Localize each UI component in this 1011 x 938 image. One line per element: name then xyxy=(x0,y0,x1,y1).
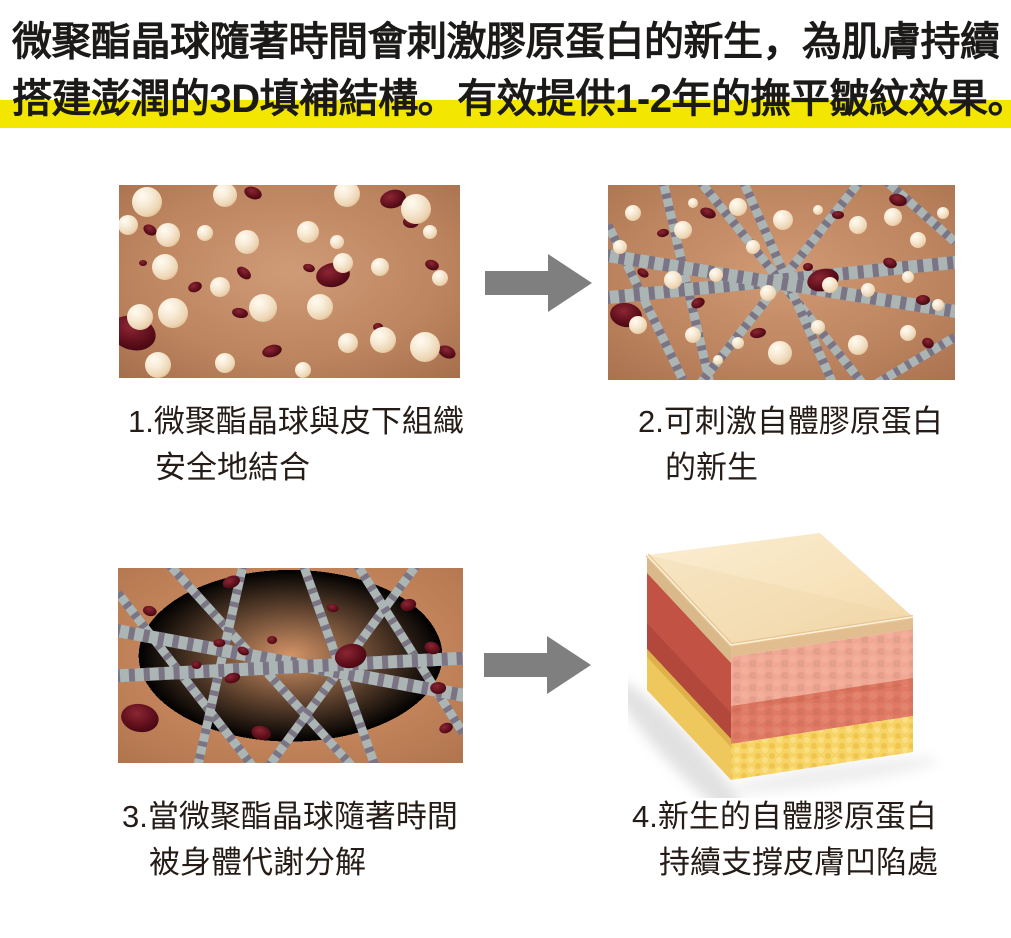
headline: 微聚酯晶球隨著時間會刺激膠原蛋白的新生，為肌膚持續 搭建澎潤的3D填補結構。有效… xyxy=(12,14,1011,128)
skin-front-face xyxy=(731,617,913,780)
caption-step3-line2: 被身體代謝分解 xyxy=(149,845,366,880)
headline-line-1: 微聚酯晶球隨著時間會刺激膠原蛋白的新生，為肌膚持續 xyxy=(12,20,1000,64)
blood-cells xyxy=(121,575,453,741)
microspheres xyxy=(119,185,448,378)
caption-step1: 1.微聚酯晶球與皮下組織 安全地結合 xyxy=(128,399,464,491)
step1-illustration xyxy=(119,185,460,378)
caption-step2: 2.可刺激自體膠原蛋白 的新生 xyxy=(638,399,943,491)
caption-step4-line2: 持續支撐皮膚凹陷處 xyxy=(659,845,938,880)
caption-step2-line1: 2.可刺激自體膠原蛋白 xyxy=(638,404,943,439)
step2-illustration xyxy=(608,185,955,380)
caption-step2-line2: 的新生 xyxy=(665,450,758,485)
figure-step2-collagen-fibers xyxy=(608,185,955,380)
skin-left-face xyxy=(647,555,731,780)
step3-illustration xyxy=(118,568,463,763)
arrow-right-icon xyxy=(485,254,592,312)
caption-step3-line1: 3.當微聚酯晶球隨著時間 xyxy=(122,799,458,834)
caption-step1-line1: 1.微聚酯晶球與皮下組織 xyxy=(128,404,464,439)
cube-shadow xyxy=(729,757,937,793)
microspheres xyxy=(613,198,949,365)
skin-top-face xyxy=(645,533,914,648)
cube-shadow xyxy=(628,680,746,798)
caption-step4-line1: 4.新生的自體膠原蛋白 xyxy=(632,799,937,834)
headline-line-2: 搭建澎潤的3D填補結構。有效提供1-2年的撫平皺紋效果。 xyxy=(12,77,1011,121)
figure-step1-microspheres-in-tissue xyxy=(119,185,460,378)
caption-step3: 3.當微聚酯晶球隨著時間 被身體代謝分解 xyxy=(122,794,458,886)
figure-step4-skin-cube xyxy=(628,523,973,798)
yellow-highlight-bar xyxy=(0,100,1011,128)
arrow-right-icon xyxy=(484,636,591,694)
tissue-background xyxy=(119,185,460,378)
caption-step4: 4.新生的自體膠原蛋白 持續支撐皮膚凹陷處 xyxy=(632,794,938,886)
figure-step3-spheres-metabolized xyxy=(118,568,463,763)
step4-illustration xyxy=(628,533,937,798)
caption-step1-line2: 安全地結合 xyxy=(155,450,310,485)
